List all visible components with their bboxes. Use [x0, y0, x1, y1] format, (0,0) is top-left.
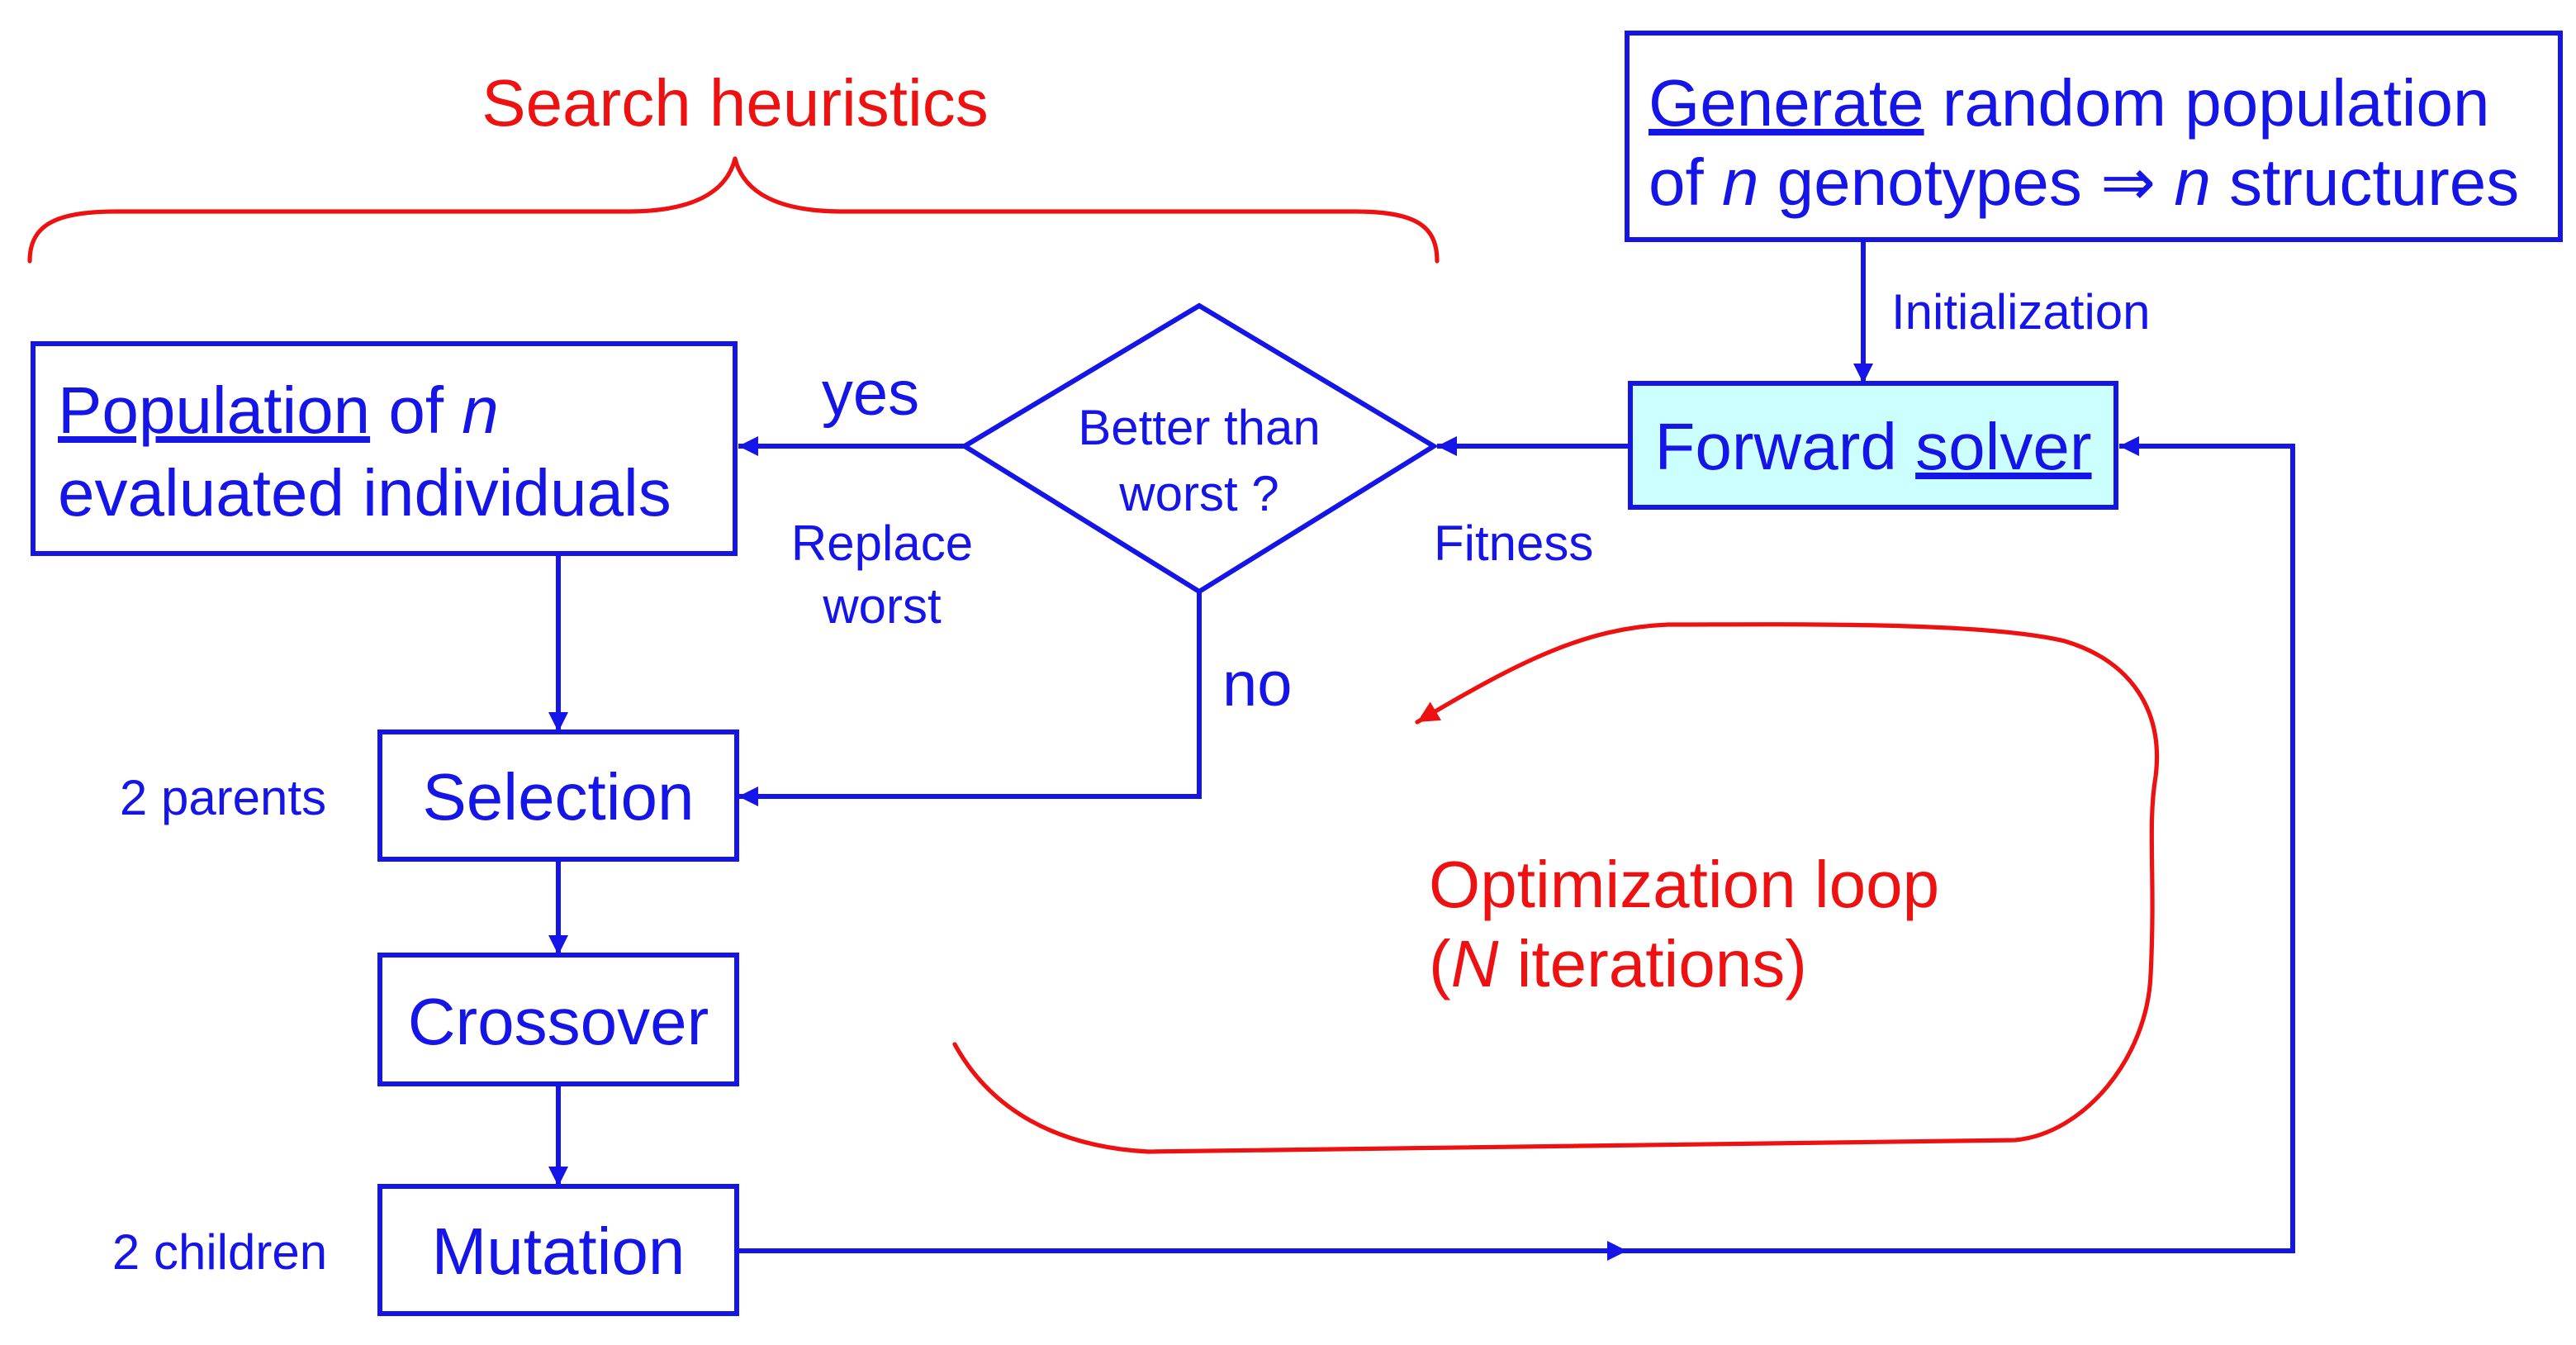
selection-label: Selection: [422, 760, 694, 834]
fitness-label: Fitness: [1434, 516, 1593, 571]
replace-worst-line1: Replace: [791, 516, 973, 571]
generate-line2-suffix: structures: [2211, 145, 2519, 219]
mutation-return-arrow-to-solver: [1627, 436, 2295, 1253]
generate-population-box: [1625, 31, 2563, 242]
no-arrow: [738, 592, 1202, 806]
parents-label: 2 parents: [120, 770, 326, 825]
optimization-loop-curve-arrow: [952, 622, 2160, 1154]
mutation-label: Mutation: [432, 1214, 686, 1288]
initialization-label: Initialization: [1891, 284, 2151, 340]
yes-label: yes: [822, 359, 919, 429]
population-line1: Population of n: [58, 373, 499, 447]
decision-diamond: [960, 302, 1439, 595]
forward-solver-prefix: Forward: [1654, 410, 1915, 483]
crossover-box: [377, 953, 739, 1086]
generate-line2-prefix: of: [1649, 145, 1722, 219]
population-box: [31, 341, 738, 556]
forward-solver-box: [1628, 381, 2118, 510]
replace-worst-line2: worst: [822, 578, 942, 634]
search-heuristics-label: Search heuristics: [482, 66, 989, 140]
generate-line2-n2: n: [2174, 145, 2211, 219]
population-n: n: [462, 373, 499, 447]
children-label: 2 children: [112, 1224, 327, 1280]
optimization-loop-rest: iterations): [1498, 927, 1806, 1000]
no-label: no: [1222, 649, 1293, 720]
optimization-loop-N: N: [1451, 927, 1499, 1000]
mutation-box: [377, 1184, 739, 1316]
optimization-loop-line1: Optimization loop: [1429, 848, 1939, 921]
generate-box-line2: of n genotypes ⇒ n structures: [1649, 145, 2519, 219]
forward-solver-underlined: solver: [1915, 410, 2091, 483]
population-middle: of: [370, 373, 462, 447]
generate-word: Generate: [1649, 66, 1924, 140]
forward-solver-label: Forward solver: [1654, 410, 2091, 483]
optimization-loop-line2: (N iterations): [1429, 927, 1807, 1000]
generate-line1-rest: random population: [1924, 66, 2490, 140]
generate-line2-n1: n: [1722, 145, 1759, 219]
population-line2: evaluated individuals: [58, 456, 671, 530]
population-word: Population: [58, 373, 370, 447]
generate-line2-middle: genotypes ⇒: [1758, 145, 2174, 219]
crossover-label: Crossover: [408, 985, 709, 1058]
generate-box-line1: Generate random population: [1649, 66, 2489, 140]
decision-line2: worst ?: [1118, 466, 1279, 521]
optimization-loop-open-paren: (: [1429, 927, 1451, 1000]
search-heuristics-brace: [27, 156, 1440, 264]
decision-line1: Better than: [1078, 400, 1321, 455]
